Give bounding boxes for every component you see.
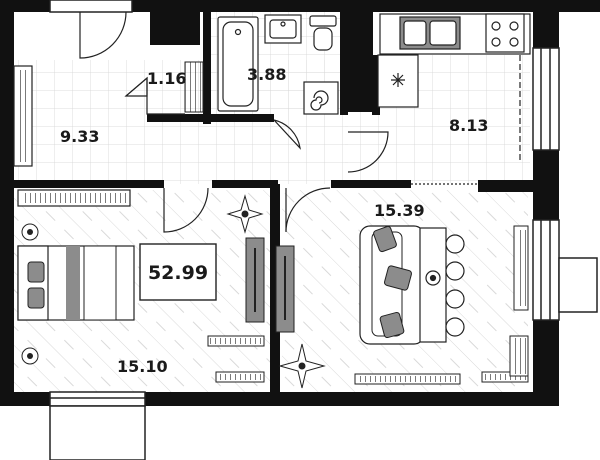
wall-outer-top-mid — [132, 0, 150, 12]
wall-hall-bed-2 — [212, 180, 278, 188]
doors — [79, 11, 478, 233]
wall-shaft — [345, 12, 373, 112]
wall-kitchen-left — [340, 55, 348, 115]
wall-storage-right — [203, 12, 211, 124]
bathroom-area-label: 3.88 — [247, 65, 286, 84]
door-swing-icon — [163, 187, 209, 233]
kitchen-fixtures — [377, 13, 531, 160]
radiator-icon — [354, 225, 529, 385]
wall-outer-left-top — [0, 0, 14, 60]
wall-shaft-inner — [372, 55, 380, 115]
balcony-right — [558, 257, 598, 313]
bedroom-furniture — [17, 189, 265, 383]
wall-outer-bottom-right — [145, 392, 535, 406]
wall-outer-bottom-left — [0, 392, 50, 406]
window-hall-top — [49, 0, 133, 13]
wall-outer-right — [533, 0, 559, 48]
wardrobe-icon — [13, 65, 33, 167]
hall-furniture — [13, 65, 33, 167]
bathtub-icon — [217, 16, 259, 112]
door-swing-icon — [347, 131, 389, 173]
wall-bed-liv — [270, 184, 280, 396]
wall-hall-liv — [331, 180, 411, 188]
washing-machine-icon — [303, 81, 339, 115]
window-right-top — [532, 47, 560, 151]
bed-icon — [17, 223, 135, 365]
hall-area-label: 9.33 — [60, 127, 99, 146]
bathroom-fixtures — [217, 14, 339, 115]
storage-furniture — [125, 61, 204, 115]
wall-bath-right — [340, 12, 348, 92]
sink-icon — [264, 14, 302, 44]
wall-corner-top — [150, 0, 200, 45]
window-bottom — [49, 391, 146, 407]
wall-outer-right-mid — [533, 150, 559, 220]
radiator-icon — [207, 335, 265, 383]
door-swing-icon — [285, 187, 331, 233]
wall-kitchen-liv — [478, 180, 533, 192]
door-swing-icon — [79, 11, 127, 59]
compass-rose-icon — [278, 343, 326, 389]
sofa-icon — [359, 225, 425, 345]
wall-stub-top — [150, 0, 158, 45]
stove-icon — [485, 13, 525, 53]
compass-rose-icon — [226, 194, 264, 234]
sink-icon — [399, 16, 461, 50]
windows — [49, 0, 598, 460]
balcony-bottom — [49, 405, 146, 460]
room-labels: 9.33 1.16 3.88 8.13 15.10 15.39 — [60, 65, 488, 376]
kitchen-area-label: 8.13 — [449, 116, 488, 135]
living-room-area-label: 15.39 — [374, 201, 425, 220]
wall-outer-right-low — [533, 320, 559, 406]
storage-area-label: 1.16 — [147, 69, 186, 88]
window-right-low — [532, 219, 560, 321]
toilet-icon — [309, 15, 337, 51]
door-swing-icon — [273, 119, 301, 150]
wall-storage-low — [147, 114, 207, 122]
bedroom-area-label: 15.10 — [117, 357, 168, 376]
wall-outer-top-right — [200, 0, 600, 12]
dining-table-icon — [419, 227, 465, 343]
walls — [0, 0, 600, 406]
wall-bath-bottom — [207, 114, 274, 122]
total-area-value: 52.99 — [148, 262, 208, 284]
wall-hall-bed-1 — [14, 180, 164, 188]
living-room-furniture — [275, 225, 529, 389]
total-area-badge: 52.99 — [139, 243, 217, 301]
wall-outer-left — [0, 50, 14, 400]
wardrobe-icon — [17, 189, 131, 207]
